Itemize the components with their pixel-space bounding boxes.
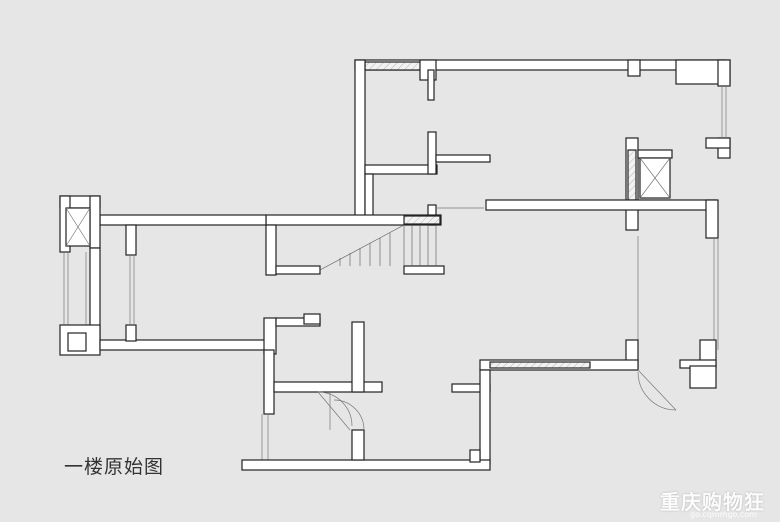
left-wing-walls: [59, 195, 276, 356]
door-marks: [317, 391, 365, 431]
watermark-site-text: go.cqmmgo.com: [690, 510, 757, 519]
upper-partitions: [364, 131, 491, 226]
top-wing-walls: [354, 59, 731, 221]
stair: [265, 214, 445, 276]
right-shaft: [485, 137, 719, 350]
plan-caption: 一楼原始图: [64, 456, 165, 478]
center-lower-walls: [261, 313, 383, 460]
right-lower-walls: [241, 339, 717, 471]
watermark-logo-text: 重庆购物狂: [660, 490, 765, 514]
